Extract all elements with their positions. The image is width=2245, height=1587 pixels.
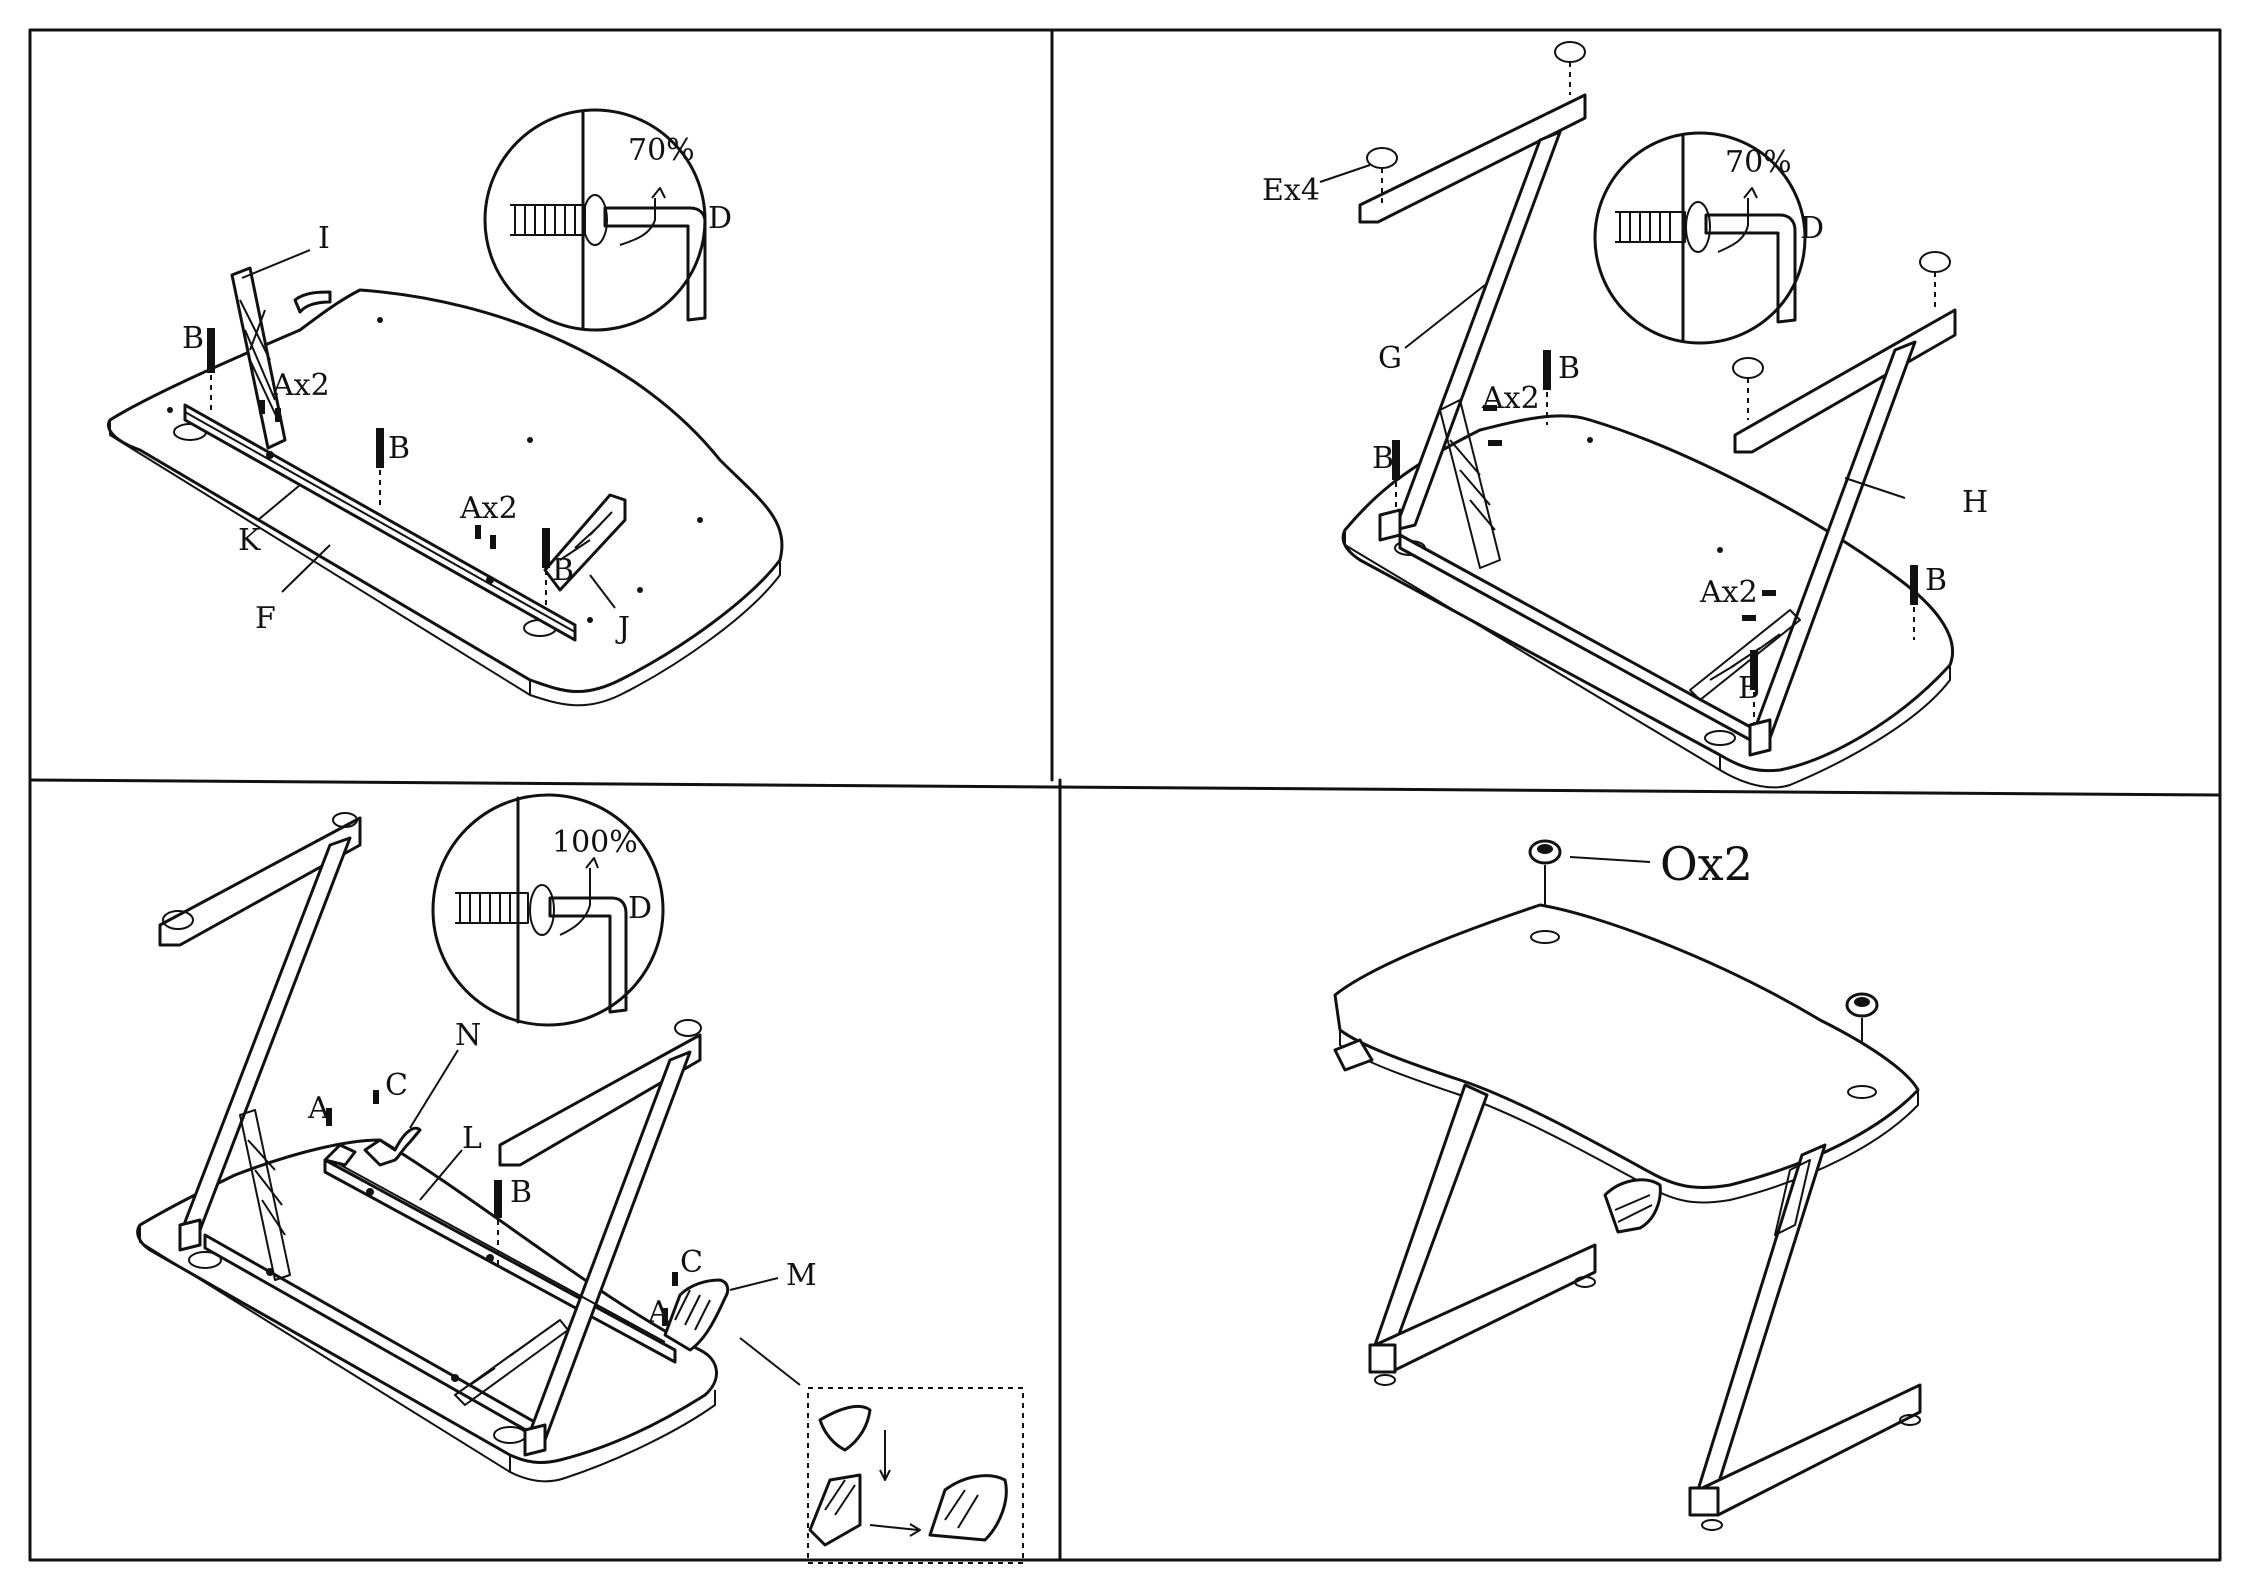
label-B: B (1738, 671, 1760, 706)
panel-step-3: N A C L B C A M 100% D (138, 795, 1023, 1563)
torque-tool-label: D (628, 891, 652, 926)
label-G: G (1378, 341, 1402, 376)
torque-tool-label: D (1800, 211, 1824, 246)
label-A: A (307, 1091, 330, 1126)
label-K: K (238, 523, 261, 558)
label-B: B (182, 321, 204, 356)
label-Ax2: Ax2 (459, 491, 518, 526)
desk-leg-right (1690, 1145, 1920, 1530)
label-N: N (455, 1018, 481, 1053)
inset-detail-hook-assembly (808, 1388, 1023, 1563)
label-J: J (615, 611, 630, 646)
torque-tool-label: D (708, 201, 732, 236)
label-Ax2: Ax2 (1699, 575, 1758, 610)
label-A: A (647, 1295, 670, 1330)
label-C: C (385, 1068, 408, 1103)
label-B: B (1372, 441, 1394, 476)
panel-step-2: Ex4 G B Ax2 B H Ax2 B B 70% D (1262, 42, 1988, 787)
torque-percent: 100% (552, 825, 638, 860)
label-B: B (388, 431, 410, 466)
label-F: F (255, 601, 276, 636)
label-Ax2: Ax2 (271, 368, 330, 403)
label-Ox2: Ox2 (1660, 837, 1753, 891)
label-Ax2: Ax2 (1481, 381, 1540, 416)
headphone-hook-M (665, 1280, 728, 1350)
panel-step-1: I B Ax2 B Ax2 K B F J 70% D (109, 110, 782, 705)
label-B: B (1558, 351, 1580, 386)
label-Ex4: Ex4 (1262, 173, 1320, 208)
label-I: I (318, 221, 330, 256)
torque-percent: 70% (1725, 145, 1792, 180)
label-M: M (786, 1258, 817, 1293)
label-B: B (1925, 563, 1947, 598)
headphone-hook-right (1605, 1180, 1660, 1232)
panel-step-4: Ox2 (1335, 837, 1920, 1530)
torque-percent: 70% (628, 133, 695, 168)
desk-leg-left (1370, 1085, 1595, 1385)
desk-top (1335, 905, 1918, 1203)
label-C: C (680, 1245, 703, 1280)
label-H: H (1962, 485, 1988, 520)
label-L: L (462, 1121, 482, 1156)
label-B: B (552, 553, 574, 588)
label-B: B (510, 1175, 532, 1210)
